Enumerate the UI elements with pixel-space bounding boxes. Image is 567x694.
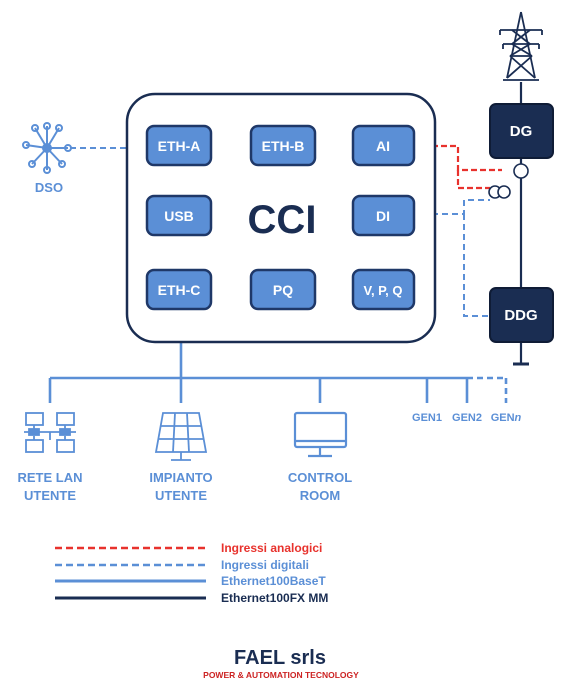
legend-label-analog: Ingressi analogici bbox=[221, 541, 322, 555]
svg-text:ETH-A: ETH-A bbox=[158, 138, 201, 154]
ethernet-bus bbox=[48, 341, 469, 403]
svg-text:ETH-C: ETH-C bbox=[158, 282, 201, 298]
gen2-label: GEN2 bbox=[452, 412, 482, 424]
monitor-icon bbox=[293, 411, 348, 458]
gen1-label: GEN1 bbox=[412, 412, 442, 424]
busbar-line bbox=[513, 82, 529, 366]
analog-input-lines bbox=[432, 144, 502, 190]
legend-label-eth-base: Ethernet100BaseT bbox=[221, 574, 326, 588]
svg-text:DI: DI bbox=[376, 208, 390, 224]
impianto-label-2: UTENTE bbox=[155, 488, 207, 503]
impianto-label-1: IMPIANTO bbox=[149, 470, 212, 485]
solar-panel-icon bbox=[154, 412, 208, 461]
port-eth-c: ETH-C bbox=[145, 268, 213, 311]
dso-label: DSO bbox=[35, 180, 63, 195]
port-usb: USB bbox=[145, 194, 213, 237]
svg-text:V, P, Q: V, P, Q bbox=[363, 283, 402, 298]
port-di: DI bbox=[351, 194, 416, 237]
svg-text:DG: DG bbox=[510, 123, 533, 140]
genn-link bbox=[467, 376, 508, 403]
port-vpq: V, P, Q bbox=[351, 268, 416, 311]
brand-name: FAEL srls bbox=[234, 647, 326, 669]
svg-text:USB: USB bbox=[164, 208, 194, 224]
svg-text:ETH-B: ETH-B bbox=[262, 138, 305, 154]
port-pq: PQ bbox=[249, 268, 317, 311]
transmission-tower-icon bbox=[499, 11, 543, 81]
port-eth-a: ETH-A bbox=[145, 124, 213, 167]
port-eth-b: ETH-B bbox=[249, 124, 317, 167]
port-ai: AI bbox=[351, 124, 416, 167]
genn-label: GENn bbox=[491, 412, 522, 424]
legend: Ingressi analogici Ingressi digitali Eth… bbox=[55, 541, 328, 605]
legend-label-eth-fx: Ethernet100FX MM bbox=[221, 591, 328, 605]
rete-lan-label-1: RETE LAN bbox=[18, 470, 83, 485]
ddg-box: DDG bbox=[489, 287, 554, 343]
legend-label-digital: Ingressi digitali bbox=[221, 558, 309, 572]
network-hub-icon bbox=[22, 122, 72, 174]
lan-network-icon bbox=[24, 412, 76, 453]
digital-input-lines bbox=[432, 199, 490, 317]
control-label-2: ROOM bbox=[300, 488, 340, 503]
svg-text:DDG: DDG bbox=[504, 307, 537, 324]
control-label-1: CONTROL bbox=[288, 470, 352, 485]
dg-box: DG bbox=[489, 103, 554, 159]
svg-text:AI: AI bbox=[376, 138, 390, 154]
transformer-icon bbox=[488, 163, 529, 199]
rete-lan-label-2: UTENTE bbox=[24, 488, 76, 503]
cci-title: CCI bbox=[248, 198, 317, 242]
svg-text:PQ: PQ bbox=[273, 282, 293, 298]
brand-tagline: POWER & AUTOMATION TECNOLOGY bbox=[203, 670, 359, 680]
